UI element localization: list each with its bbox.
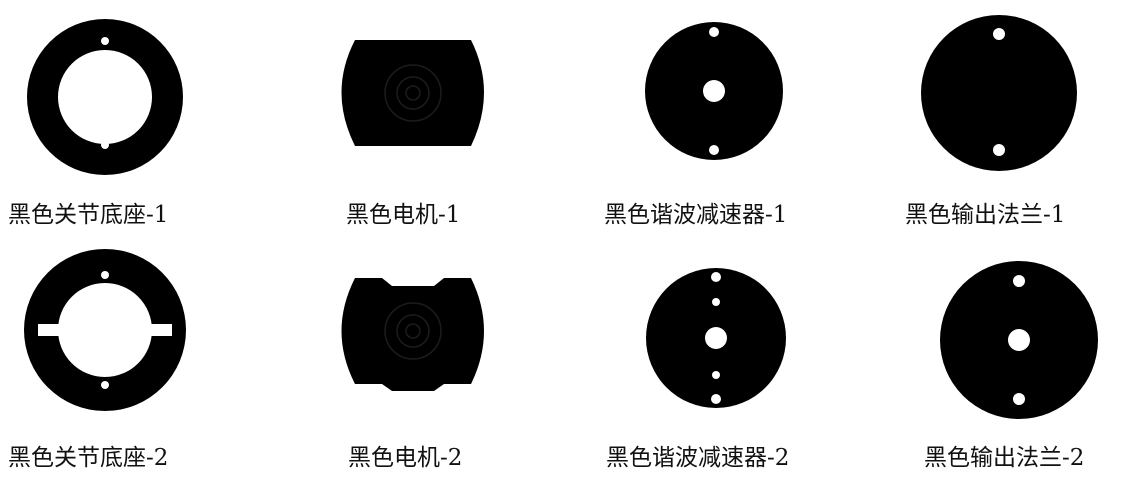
- part-label-output-flange-2: 黑色输出法兰-2: [924, 445, 1085, 471]
- output-flange-1-part: [921, 15, 1077, 171]
- pinhole-icon: [101, 381, 109, 389]
- side-slot-icon: [38, 324, 172, 336]
- pinhole-icon: [711, 272, 721, 282]
- pinhole-icon: [101, 141, 109, 149]
- center-hole-icon: [705, 327, 727, 349]
- part-label-harmonic-reducer-1: 黑色谐波减速器-1: [604, 202, 788, 228]
- hole-icon: [993, 28, 1005, 40]
- pinhole-icon: [712, 371, 720, 379]
- part-label-motor-2: 黑色电机-2: [348, 445, 463, 471]
- center-hole-icon: [1008, 329, 1030, 351]
- pinhole-icon: [709, 145, 719, 155]
- embossed-ring-icon: [405, 323, 421, 339]
- pinhole-icon: [712, 298, 720, 306]
- embossed-ring-icon: [396, 314, 430, 348]
- pinhole-icon: [101, 271, 109, 279]
- embossed-ring-icon: [405, 85, 421, 101]
- part-label-harmonic-reducer-2: 黑色谐波减速器-2: [606, 445, 790, 471]
- harmonic-reducer-1-part: [645, 22, 783, 160]
- output-flange-2-part: [940, 261, 1098, 419]
- part-label-joint-base-2: 黑色关节底座-2: [8, 445, 169, 471]
- harmonic-reducer-2-part: [646, 268, 786, 408]
- pinhole-icon: [709, 27, 719, 37]
- center-hole-icon: [703, 80, 725, 102]
- motor-2-part: [341, 278, 484, 391]
- part-label-output-flange-1: 黑色输出法兰-1: [905, 202, 1066, 228]
- pinhole-icon: [101, 37, 109, 45]
- embossed-ring-icon: [384, 302, 442, 360]
- part-label-joint-base-1: 黑色关节底座-1: [8, 202, 169, 228]
- hole-icon: [1013, 275, 1025, 287]
- joint-base-2-part: [24, 249, 186, 411]
- motor-1-part: [341, 40, 484, 146]
- part-label-motor-1: 黑色电机-1: [346, 202, 461, 228]
- embossed-ring-icon: [384, 64, 442, 122]
- pinhole-icon: [711, 394, 721, 404]
- embossed-ring-icon: [396, 76, 430, 110]
- hole-icon: [1013, 393, 1025, 405]
- joint-base-1-part: [27, 19, 183, 175]
- hole-icon: [993, 144, 1005, 156]
